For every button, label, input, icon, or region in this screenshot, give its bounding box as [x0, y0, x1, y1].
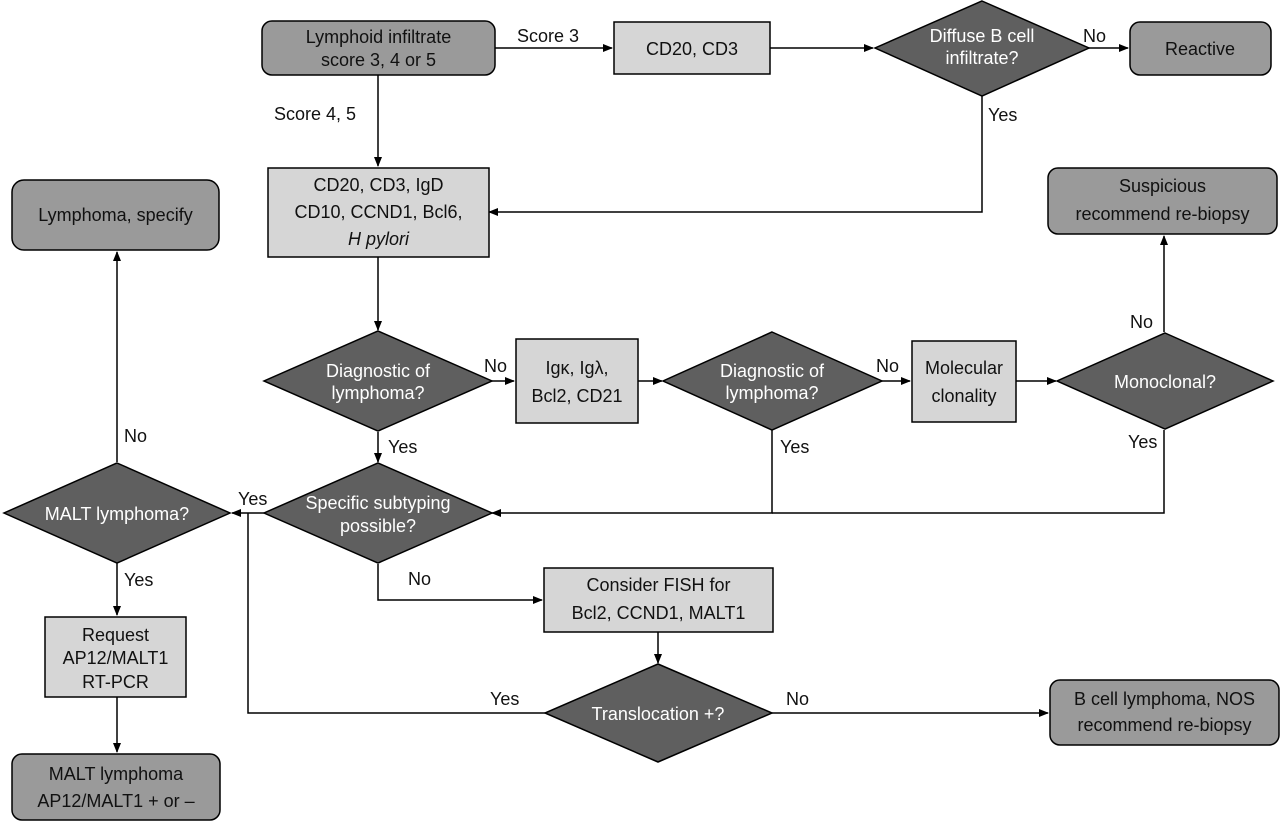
node-ig-panel-line-1: Igκ, Igλ,: [545, 358, 608, 378]
node-suspicious: Suspicious recommend re-biopsy: [1047, 167, 1278, 235]
label-subtyping-no: No: [408, 569, 431, 589]
node-ihc-panel-line-1: CD20, CD3, IgD: [313, 175, 443, 195]
label-malt-yes: Yes: [124, 570, 153, 590]
node-diagnostic-2-line-1: Diagnostic of: [720, 361, 825, 381]
node-cd20-cd3-shape: [613, 21, 771, 75]
label-diag1-yes: Yes: [388, 437, 417, 457]
node-diagnostic-2-shape: [661, 331, 884, 431]
label-subtyping-yes: Yes: [238, 489, 267, 509]
node-b-cell-nos-line-2: recommend re-biopsy: [1077, 715, 1251, 735]
node-specific-subtyping-shape: [262, 462, 494, 564]
node-specific-subtyping-line-2: possible?: [340, 516, 416, 536]
label-diag2-yes: Yes: [780, 437, 809, 457]
label-score-3: Score 3: [517, 26, 579, 46]
node-ihc-panel-line-3: H pylori: [348, 229, 410, 249]
label-transloc-no: No: [786, 689, 809, 709]
edge-subtyping-no-to-fish: [377, 564, 543, 604]
node-lymphoid-infiltrate-line-2: score 3, 4 or 5: [321, 50, 436, 70]
node-malt-lymphoma-question-line-1: MALT lymphoma?: [45, 504, 189, 524]
node-diagnostic-1-line-1: Diagnostic of: [326, 361, 431, 381]
node-ig-panel-shape: [515, 338, 639, 424]
node-diffuse-b-cell: Diffuse B cell infiltrate?: [873, 0, 1091, 97]
node-molecular-clonality-shape: [911, 340, 1017, 423]
node-request-rtpcr-shape: [44, 616, 187, 698]
node-lymphoma-specify-shape: [11, 179, 220, 251]
node-b-cell-nos: B cell lymphoma, NOS recommend re-biopsy: [1049, 679, 1280, 746]
node-request-rtpcr-line-2: AP12/MALT1: [63, 648, 169, 668]
node-monoclonal-shape: [1055, 332, 1275, 430]
node-diagnostic-2-line-2: lymphoma?: [725, 383, 818, 403]
node-reactive-shape: [1129, 21, 1272, 76]
node-cd20-cd3-line-1: CD20, CD3: [646, 39, 738, 59]
node-fish-line-1: Consider FISH for: [586, 575, 730, 595]
node-ihc-panel-line-2: CD10, CCND1, Bcl6,: [294, 202, 462, 222]
label-score-4-5: Score 4, 5: [274, 104, 356, 124]
label-malt-no: No: [124, 426, 147, 446]
edge-diffuse-yes-to-ihc: [488, 96, 983, 216]
node-ihc-panel: CD20, CD3, IgD CD10, CCND1, Bcl6, H pylo…: [267, 167, 490, 258]
node-specific-subtyping-line-1: Specific subtyping: [305, 493, 450, 513]
node-b-cell-nos-line-1: B cell lymphoma, NOS: [1074, 689, 1255, 709]
edge-mono-yes-to-subtyping: [772, 430, 1165, 514]
node-request-rtpcr-line-3: RT-PCR: [82, 672, 149, 692]
node-reactive-line-1: Reactive: [1165, 39, 1235, 59]
node-malt-result-line-1: MALT lymphoma: [49, 764, 184, 784]
label-diffuse-yes: Yes: [988, 105, 1017, 125]
node-malt-result-line-2: AP12/MALT1 + or –: [37, 791, 194, 811]
node-malt-lymphoma-question: MALT lymphoma?: [2, 462, 232, 564]
node-suspicious-line-2: recommend re-biopsy: [1075, 204, 1249, 224]
label-diffuse-no: No: [1083, 26, 1106, 46]
edge-translocation-yes-to-malt: [247, 513, 545, 714]
node-request-rtpcr-line-1: Request: [82, 625, 149, 645]
node-diagnostic-1-line-2: lymphoma?: [331, 383, 424, 403]
node-specific-subtyping: Specific subtyping possible?: [262, 462, 494, 564]
node-request-rtpcr: Request AP12/MALT1 RT-PCR: [44, 616, 187, 698]
node-molecular-clonality-line-2: clonality: [931, 386, 996, 406]
node-diagnostic-1-shape: [262, 330, 494, 432]
label-diag2-no: No: [876, 356, 899, 376]
node-monoclonal: Monoclonal?: [1055, 332, 1275, 430]
node-translocation: Translocation +?: [543, 663, 774, 763]
node-malt-lymphoma-question-shape: [2, 462, 232, 564]
node-suspicious-line-1: Suspicious: [1119, 176, 1206, 196]
node-fish-line-2: Bcl2, CCND1, MALT1: [572, 603, 746, 623]
node-monoclonal-line-1: Monoclonal?: [1114, 372, 1216, 392]
node-fish-shape: [543, 567, 774, 633]
node-diagnostic-1: Diagnostic of lymphoma?: [262, 330, 494, 432]
node-ig-panel: Igκ, Igλ, Bcl2, CD21: [515, 338, 639, 424]
node-molecular-clonality: Molecular clonality: [911, 340, 1017, 423]
node-lymphoma-specify-line-1: Lymphoma, specify: [38, 205, 192, 225]
node-malt-result: MALT lymphoma AP12/MALT1 + or –: [11, 753, 221, 821]
edges: [113, 44, 1168, 753]
edge-diag2-yes-to-subtyping: [491, 430, 773, 517]
label-diag1-no: No: [484, 356, 507, 376]
node-fish: Consider FISH for Bcl2, CCND1, MALT1: [543, 567, 774, 633]
node-translocation-line-1: Translocation +?: [592, 704, 725, 724]
node-suspicious-shape: [1047, 167, 1278, 235]
node-reactive: Reactive: [1129, 21, 1272, 76]
node-lymphoid-infiltrate: Lymphoid infiltrate score 3, 4 or 5: [261, 20, 496, 76]
node-cd20-cd3: CD20, CD3: [613, 21, 771, 75]
node-b-cell-nos-shape: [1049, 679, 1280, 746]
node-malt-result-shape: [11, 753, 221, 821]
node-diffuse-b-cell-shape: [873, 0, 1091, 97]
label-mono-no: No: [1130, 312, 1153, 332]
node-lymphoma-specify: Lymphoma, specify: [11, 179, 220, 251]
label-mono-yes: Yes: [1128, 432, 1157, 452]
node-lymphoid-infiltrate-line-1: Lymphoid infiltrate: [306, 27, 451, 47]
node-molecular-clonality-line-1: Molecular: [925, 358, 1003, 378]
node-ihc-panel-shape: [267, 167, 490, 258]
node-diagnostic-2: Diagnostic of lymphoma?: [661, 331, 884, 431]
node-translocation-shape: [543, 663, 774, 763]
label-transloc-yes: Yes: [490, 689, 519, 709]
node-ig-panel-line-2: Bcl2, CD21: [531, 386, 622, 406]
edge-labels: Score 3 Score 4, 5 No Yes No Yes No Yes …: [124, 26, 1157, 709]
node-diffuse-b-cell-line-2: infiltrate?: [945, 48, 1018, 68]
node-diffuse-b-cell-line-1: Diffuse B cell: [930, 26, 1035, 46]
node-lymphoid-infiltrate-shape: [261, 20, 496, 76]
